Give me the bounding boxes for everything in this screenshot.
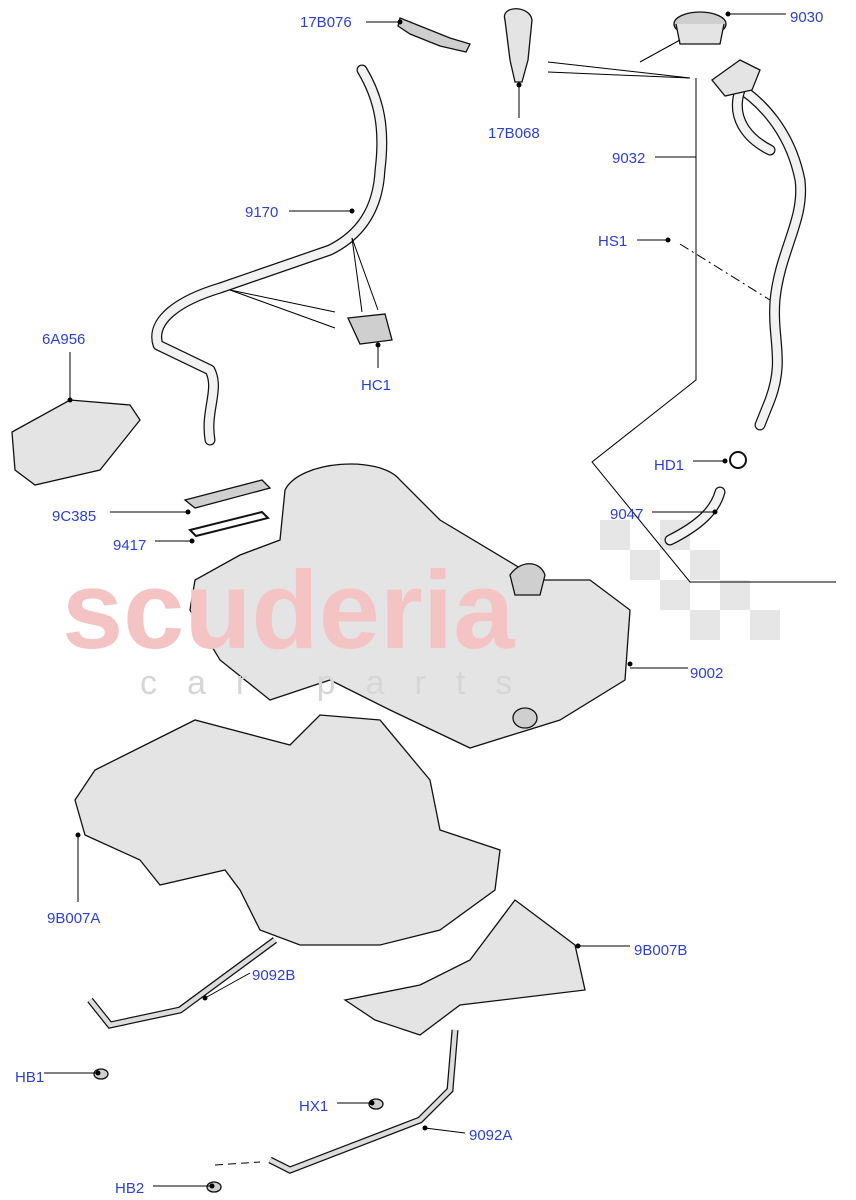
leader-lines bbox=[44, 11, 786, 1189]
callout-HX1: HX1 bbox=[299, 1098, 328, 1115]
filler-funnel-17B068 bbox=[503, 8, 533, 83]
callout-HB2: HB2 bbox=[115, 1180, 144, 1197]
callout-9030: 9030 bbox=[790, 9, 823, 26]
watermark-subtext: car parts bbox=[140, 664, 542, 702]
leader-line bbox=[547, 71, 691, 79]
hose-9047 bbox=[664, 486, 726, 546]
seal-9C385 bbox=[183, 479, 272, 509]
callout-17B076: 17B076 bbox=[300, 14, 352, 31]
callout-9170: 9170 bbox=[245, 204, 278, 221]
heat-shield-9B007B bbox=[343, 899, 586, 1036]
strap-9092A bbox=[214, 1029, 459, 1174]
heat-shield-9B007A bbox=[74, 714, 501, 946]
callout-HC1: HC1 bbox=[361, 377, 391, 394]
watermark-text: scuderia bbox=[62, 549, 515, 672]
vent-hose-9170 bbox=[151, 64, 388, 446]
bracket-6A956 bbox=[11, 399, 141, 486]
callout-9002: 9002 bbox=[690, 665, 723, 682]
strap-9092B bbox=[87, 937, 278, 1029]
fuel-cap-9030 bbox=[639, 11, 727, 63]
filler-neck-9032 bbox=[711, 59, 807, 431]
callout-labels: 17B076 17B068 9030 9032 9170 HS1 HC1 6A9… bbox=[15, 9, 823, 1197]
checkered-flag-watermark bbox=[600, 520, 780, 640]
callout-9417: 9417 bbox=[113, 537, 146, 554]
clip-HC1 bbox=[347, 313, 393, 345]
leader-line bbox=[547, 61, 691, 79]
callout-HB1: HB1 bbox=[15, 1069, 44, 1086]
gasket-9417 bbox=[188, 510, 270, 538]
callout-9032: 9032 bbox=[612, 150, 645, 167]
callout-HS1: HS1 bbox=[598, 233, 627, 250]
clip-17B076 bbox=[397, 17, 471, 53]
callout-9C385: 9C385 bbox=[52, 508, 96, 525]
callout-6A956: 6A956 bbox=[42, 331, 85, 348]
callout-HD1: HD1 bbox=[654, 457, 684, 474]
callout-9047: 9047 bbox=[610, 506, 643, 523]
watermark: scuderia car parts bbox=[62, 549, 542, 702]
clip-HD1 bbox=[729, 451, 747, 469]
callout-9092A: 9092A bbox=[469, 1127, 512, 1144]
fuel-tank-9002 bbox=[189, 463, 631, 749]
callout-9B007B: 9B007B bbox=[634, 942, 687, 959]
callout-17B068: 17B068 bbox=[488, 125, 540, 142]
callout-9B007A: 9B007A bbox=[47, 910, 100, 927]
assembly-outline bbox=[591, 78, 836, 583]
callout-9092B: 9092B bbox=[252, 967, 295, 984]
